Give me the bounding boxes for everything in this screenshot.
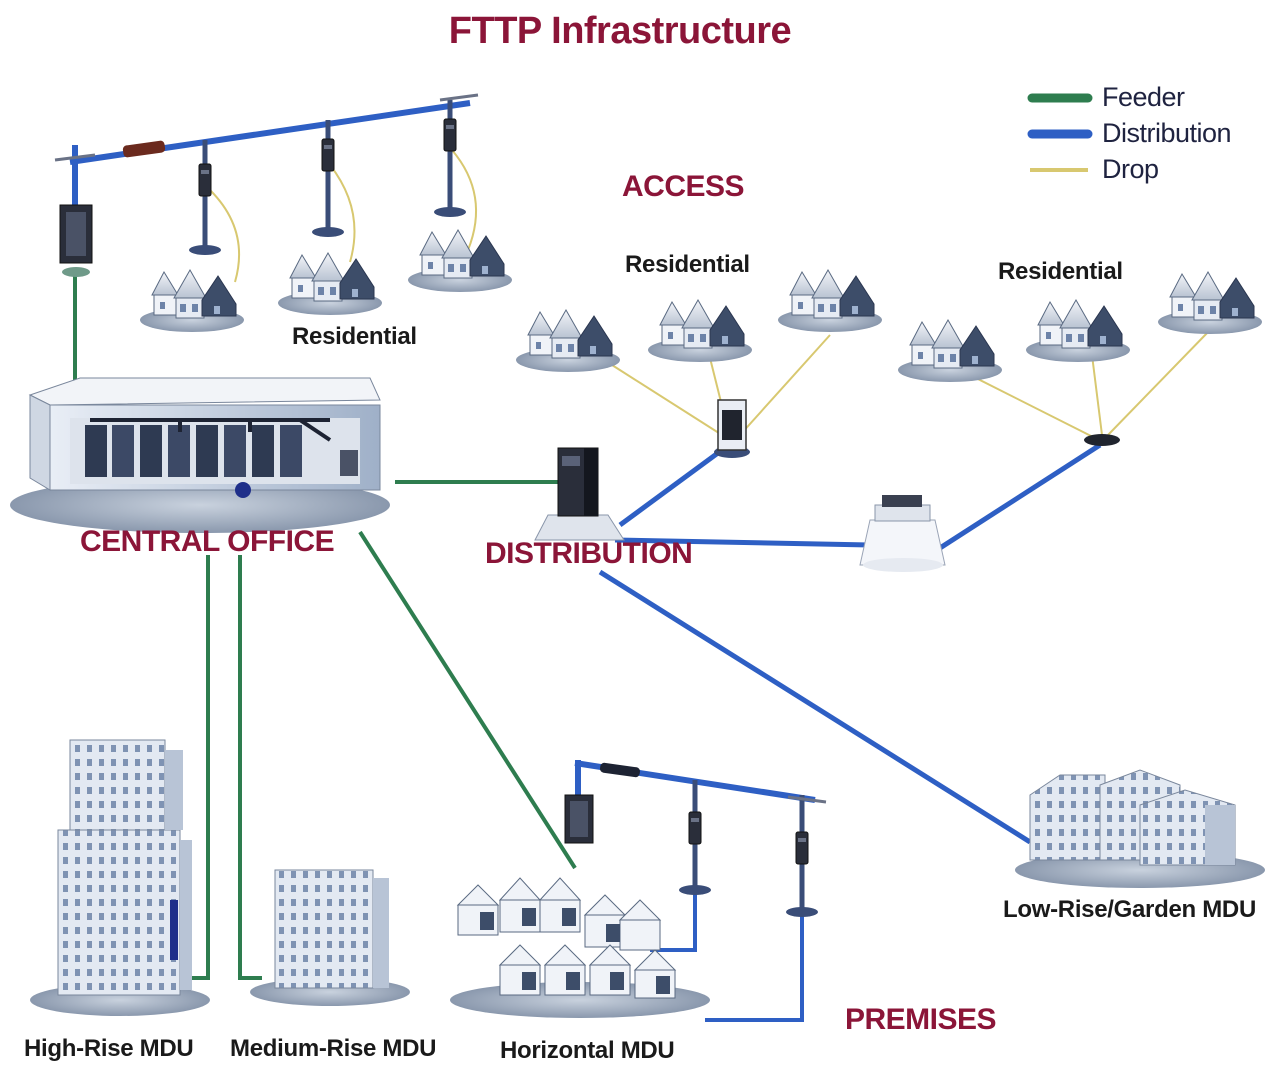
- drop-4: [611, 364, 723, 436]
- feeder-co-to-mediumrise: [238, 555, 262, 980]
- label-high-rise-mdu: High-Rise MDU: [24, 1035, 194, 1062]
- label-low-rise-garden-mdu: Low-Rise/Garden MDU: [1003, 896, 1256, 923]
- house-tl-1: [139, 269, 245, 333]
- drop-1: [209, 189, 241, 283]
- legend-label-distribution: Distribution: [1102, 118, 1232, 148]
- legend-label-drop: Drop: [1102, 154, 1159, 184]
- legend: [1027, 93, 1093, 172]
- legend-label-feeder: Feeder: [1102, 82, 1185, 112]
- distribution-to-pedestal: [614, 537, 871, 548]
- drop-8: [1091, 354, 1103, 436]
- aerial-poles-horizontal: [564, 760, 827, 917]
- label-residential-topleft: Residential: [292, 323, 417, 350]
- label-residential-access-a: Residential: [625, 251, 750, 278]
- distribution-cabinet: [534, 447, 625, 541]
- label-residential-access-b: Residential: [998, 258, 1123, 285]
- fiber-splitter: [1084, 434, 1120, 446]
- house-b-1: [897, 319, 1003, 383]
- fiber-terminal: [714, 399, 750, 458]
- drop-9: [1107, 329, 1211, 436]
- feeder-co-to-highrise: [190, 555, 210, 980]
- drop-3: [451, 149, 478, 251]
- pedestal: [859, 495, 946, 572]
- section-access: ACCESS: [622, 170, 745, 203]
- section-distribution: DISTRIBUTION: [485, 537, 693, 570]
- drop-7: [969, 374, 1096, 439]
- distribution-horizontal-loop2: [705, 845, 804, 1022]
- house-a-1: [515, 309, 621, 373]
- label-horizontal-mdu: Horizontal MDU: [500, 1037, 675, 1064]
- medium-rise-building: [250, 869, 410, 1006]
- section-premises: PREMISES: [845, 1003, 997, 1036]
- distribution-to-lowrise: [598, 569, 1032, 845]
- house-b-2: [1025, 299, 1131, 363]
- drop-6: [739, 334, 831, 436]
- central-office-building: [10, 377, 390, 533]
- drop-2: [329, 164, 356, 263]
- section-central-office: CENTRAL OFFICE: [80, 525, 335, 558]
- horizontal-mdu-buildings: [450, 877, 710, 1018]
- distribution-to-terminal: [618, 447, 724, 528]
- aerial-poles-top: [54, 93, 479, 277]
- house-a-3: [777, 269, 883, 333]
- high-rise-building: [30, 739, 210, 1016]
- house-b-3: [1157, 271, 1263, 335]
- low-rise-garden-building: [1015, 769, 1265, 888]
- distribution-pedestal-to-splitter: [938, 442, 1102, 551]
- diagram-title: FTTP Infrastructure: [448, 10, 792, 52]
- house-tl-3: [407, 229, 513, 293]
- house-a-2: [647, 299, 753, 363]
- label-medium-rise-mdu: Medium-Rise MDU: [230, 1035, 437, 1062]
- house-tl-2: [277, 252, 383, 316]
- feeder-co-to-horizontal: [358, 530, 577, 870]
